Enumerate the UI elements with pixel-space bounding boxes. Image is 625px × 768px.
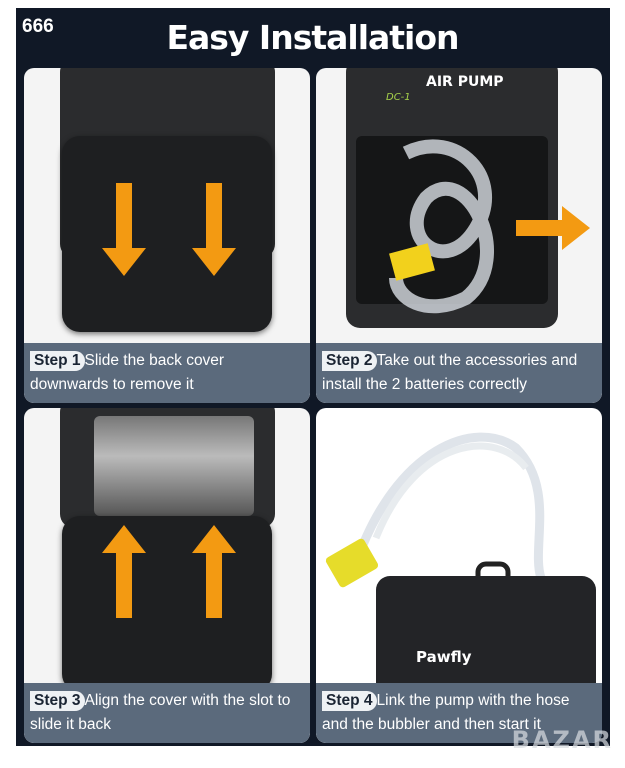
step-2-label: Step 2: [322, 351, 377, 371]
air-pump-label: AIR PUMP: [426, 74, 504, 90]
step-2-photo: AIR PUMP DC-1: [316, 68, 602, 348]
step-4-label: Step 4: [322, 691, 377, 711]
step-4-text: Link the pump with the hose and the bubb…: [322, 692, 570, 733]
step-3-text: Align the cover with the slot to slide i…: [30, 692, 291, 733]
hose-bubbler-icon: [325, 432, 546, 589]
step-3-label: Step 3: [30, 691, 85, 711]
back-cover: [62, 136, 272, 332]
step-1-photo: [24, 68, 310, 348]
up-arrows-icon: [102, 525, 236, 618]
page-title: Easy Installation: [166, 18, 459, 57]
watermark: BAZAR: [511, 726, 613, 754]
step-2-text: Take out the accessories and install the…: [322, 352, 578, 393]
hose-and-arrow-icon: [389, 139, 590, 314]
step-3-photo: [24, 408, 310, 692]
badge-number: 666: [22, 16, 54, 37]
step-1-label: Step 1: [30, 351, 85, 371]
model-label: DC-1: [386, 92, 411, 103]
step-4-photo: Pawfly: [316, 408, 602, 706]
down-arrows-icon: [102, 183, 236, 276]
back-cover: [62, 516, 272, 692]
step-1-text: Slide the back cover downwards to remove…: [30, 352, 225, 393]
batteries: [94, 416, 254, 516]
brand-label: Pawfly: [416, 648, 472, 666]
